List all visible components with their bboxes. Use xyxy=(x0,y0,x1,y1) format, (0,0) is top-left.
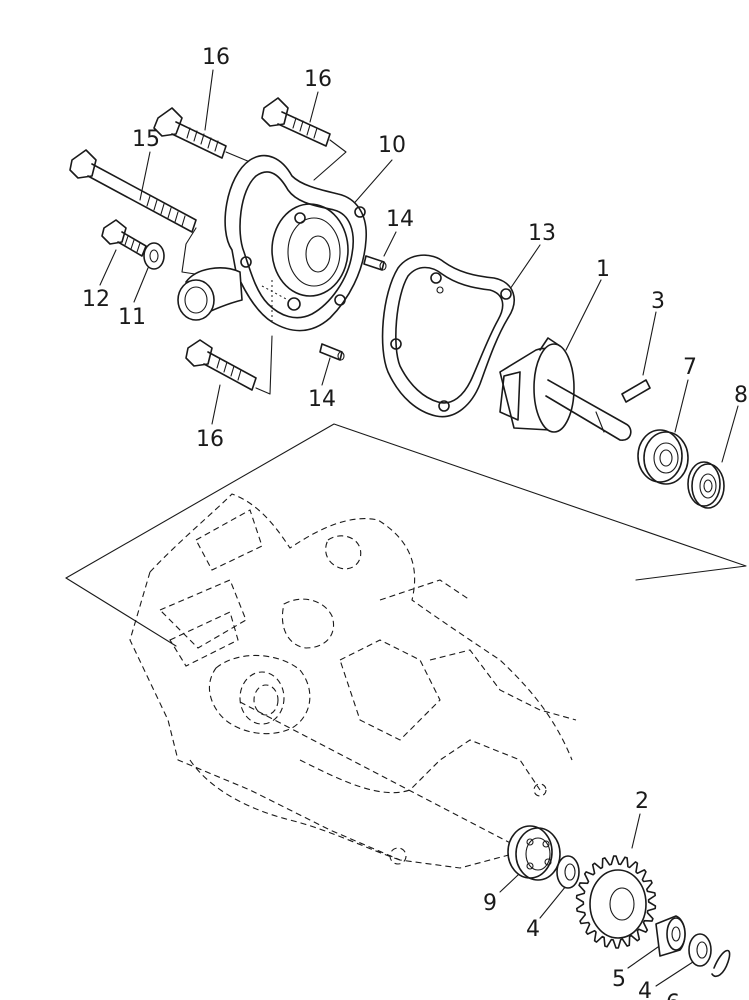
callout-16: 16 xyxy=(202,45,230,70)
callout-13: 13 xyxy=(528,221,556,246)
bearing-9 xyxy=(507,825,561,881)
callout-14: 14 xyxy=(386,207,414,232)
washer-11 xyxy=(143,242,165,270)
washer-4-second xyxy=(688,933,712,967)
callout-15: 15 xyxy=(132,127,160,152)
callout-16: 16 xyxy=(304,67,332,92)
callout-12: 12 xyxy=(82,287,110,312)
bolt-12 xyxy=(101,219,147,257)
callout-labels: 16 16 15 10 14 13 12 11 1 3 14 7 8 16 2 … xyxy=(82,45,748,1000)
dowel-pin-14-upper xyxy=(363,255,387,271)
pin-3 xyxy=(621,379,651,403)
crankcase-phantom xyxy=(129,493,577,869)
callout-7: 7 xyxy=(683,355,697,380)
callout-9: 9 xyxy=(483,891,497,916)
gear-2 xyxy=(575,855,657,949)
leader-lines xyxy=(99,69,739,987)
callout-16: 16 xyxy=(196,427,224,452)
impeller-shaft-1 xyxy=(499,337,632,441)
callout-10: 10 xyxy=(378,133,406,158)
callout-3: 3 xyxy=(651,289,665,314)
dowel-pin-14-lower xyxy=(319,343,345,361)
gasket-13 xyxy=(381,254,515,418)
washer-4-first xyxy=(556,855,580,889)
pump-cover-10 xyxy=(177,154,367,332)
callout-8: 8 xyxy=(734,383,748,408)
callout-1: 1 xyxy=(596,257,610,282)
callout-6: 6 xyxy=(666,991,680,1000)
bolt-16-upper-left xyxy=(153,107,227,159)
callout-2: 2 xyxy=(635,789,649,814)
callout-4: 4 xyxy=(638,979,652,1000)
bolt-16-upper-right xyxy=(261,97,331,147)
bolt-16-lower xyxy=(185,339,257,391)
callout-14: 14 xyxy=(308,387,336,412)
callout-5: 5 xyxy=(612,967,626,992)
seal-8 xyxy=(687,461,725,509)
projection-plane xyxy=(65,423,747,647)
collar-5 xyxy=(655,915,686,957)
circlip-6 xyxy=(711,949,731,978)
callout-4: 4 xyxy=(526,917,540,942)
bolt-15-long xyxy=(69,149,197,233)
bearing-7 xyxy=(637,429,689,485)
callout-11: 11 xyxy=(118,305,146,330)
